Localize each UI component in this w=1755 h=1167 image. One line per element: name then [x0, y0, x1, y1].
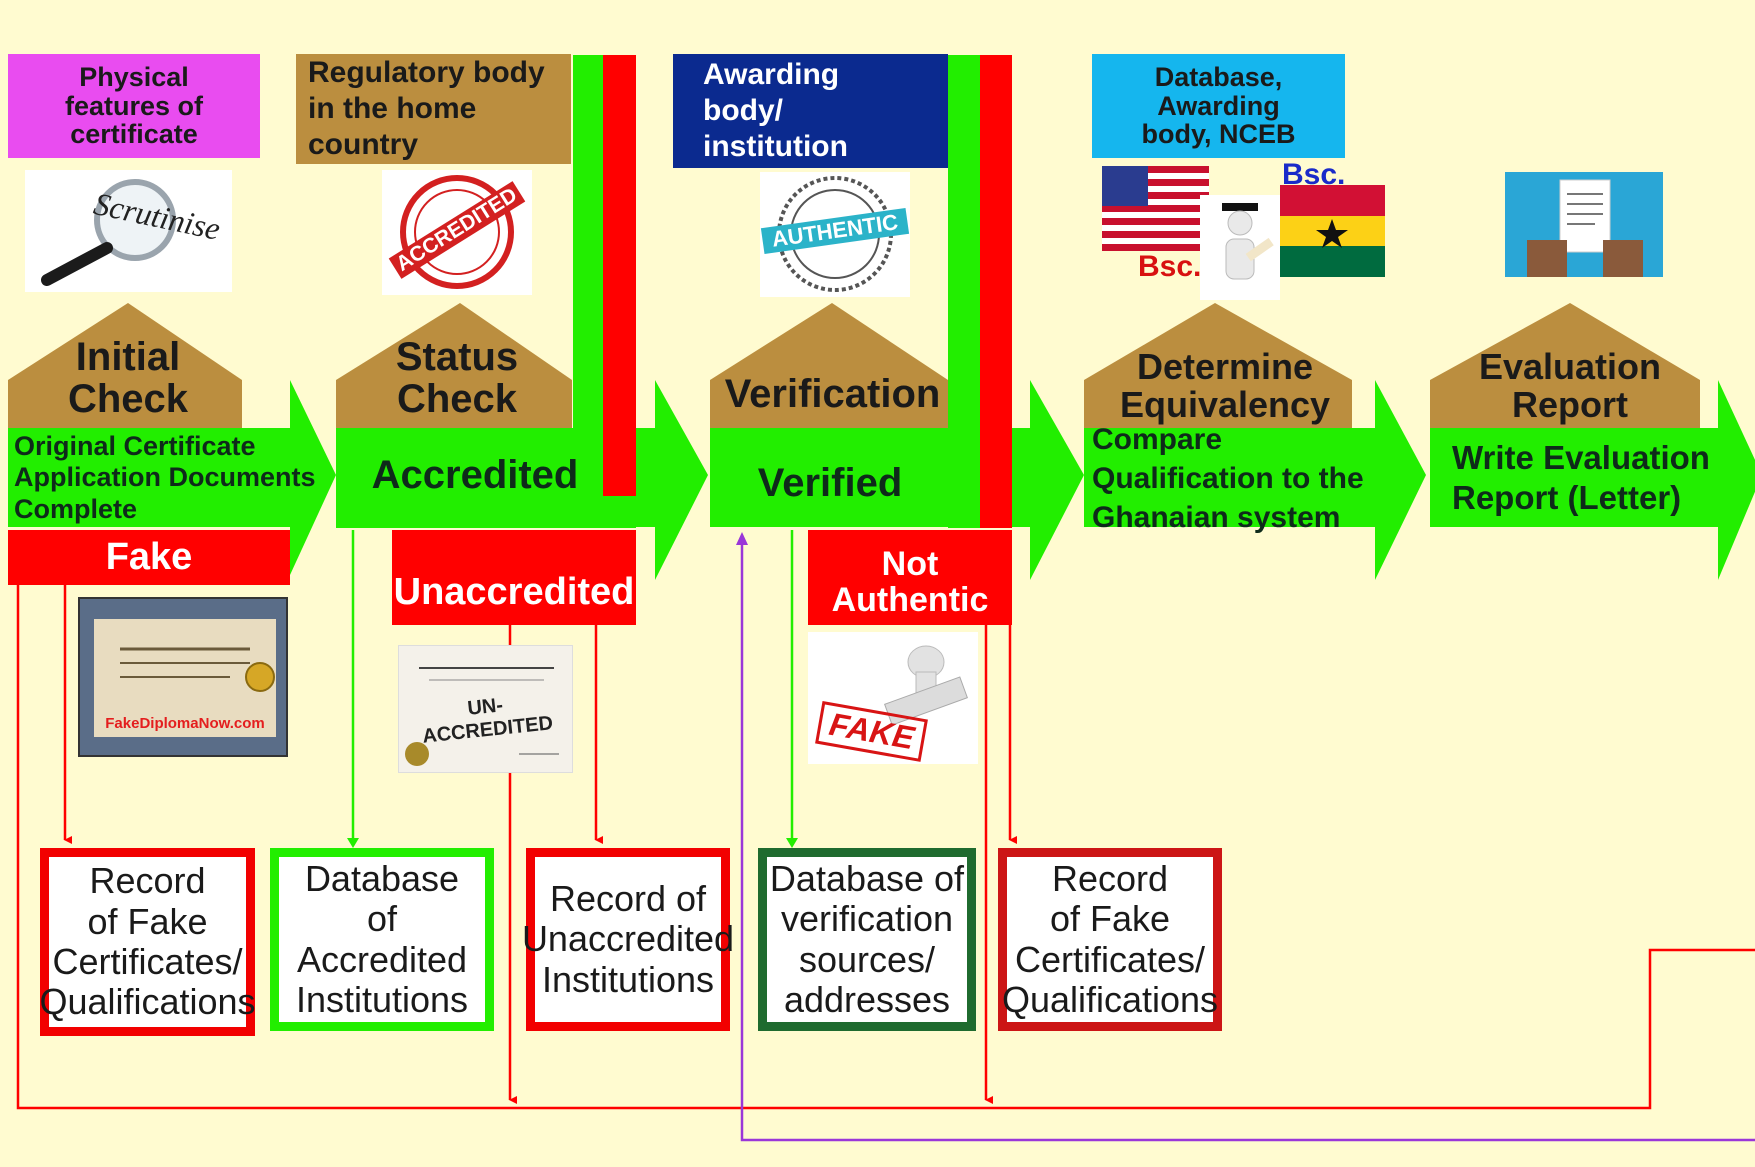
accredited-arrowhead [347, 838, 359, 848]
step-title-initial-check: Initial Check [40, 330, 216, 426]
step-title-evaluation-report: Evaluation Report [1450, 345, 1690, 427]
purple-arrowhead [736, 532, 748, 545]
label-text: Accredited [371, 453, 579, 497]
label-text: Compare Qualification to the Ghanaian sy… [1092, 422, 1364, 534]
step-arrow-1 [8, 380, 336, 575]
source-awarding-box: Awarding body/ institution [673, 54, 948, 168]
purple-return-line [740, 535, 1755, 1142]
step-result-original-complete: Original Certificate Application Documen… [14, 430, 332, 526]
regulatory-bracket-green [573, 55, 603, 528]
label-text: Qualifications [1001, 978, 1219, 1020]
bsc-label-left: Bsc. [1138, 250, 1202, 283]
source-database-box: Database, Awarding body, NCEB [1092, 54, 1345, 158]
label-text: sources/ [798, 938, 936, 980]
step-result-verified: Verified [712, 448, 948, 518]
fake-diploma-text: FakeDiplomaNow.com [105, 715, 265, 732]
bsc-label-right: Bsc. [1282, 158, 1346, 191]
label-text: Database [304, 857, 460, 899]
source-regulatory-label: Regulatory body in the home country [308, 56, 545, 161]
fake-stamp-image: FAKE [808, 632, 978, 764]
step-result-accredited: Accredited [336, 440, 614, 510]
rubber-stamp-icon [884, 645, 968, 726]
label-text: of Fake [87, 900, 208, 942]
failure-not-authentic-label: Not Authentic [831, 544, 989, 619]
usa-flag-icon [1102, 166, 1209, 251]
label-text: of Accredited [296, 898, 468, 980]
step-title-verification: Verification [720, 365, 945, 423]
unaccredited-certificate-image: UN-ACCREDITED [398, 645, 573, 773]
step-arrow-5 [1430, 380, 1755, 580]
authentic-seal-image: AUTHENTIC [760, 172, 910, 297]
source-regulatory-box: Regulatory body in the home country [296, 54, 571, 164]
step-roof-2 [336, 303, 572, 428]
label-text: Determine Equivalency [1119, 346, 1331, 425]
red-return-line [16, 585, 1755, 1110]
label-text: Verification [724, 372, 941, 416]
letter-in-hands-icon [1527, 179, 1643, 277]
awarding-bracket-green [948, 55, 980, 528]
ghana-flag-icon [1280, 185, 1385, 277]
scrutinise-image: Scrutinise [25, 170, 232, 292]
label-text: Unaccredited [521, 918, 735, 960]
label-text: verification [780, 898, 954, 940]
graduate-figure-icon [1222, 203, 1274, 280]
step-result-write-evaluation: Write Evaluation Report (Letter) [1452, 432, 1722, 524]
label-text: Record [89, 860, 206, 902]
source-physical-box: Physical features of certificate [8, 54, 260, 158]
failure-unaccredited-label: Unaccredited [393, 570, 635, 613]
regulatory-bracket-red [603, 55, 636, 528]
usa-flag-image [1102, 166, 1209, 251]
regulatory-bracket-base [336, 496, 636, 528]
verified-arrowhead [786, 838, 798, 848]
graduate-figure-image [1200, 195, 1280, 300]
fake-diploma-icon [94, 619, 276, 737]
label-text: Write Evaluation Report (Letter) [1452, 439, 1710, 516]
accredited-stamp-icon [400, 175, 514, 289]
ghana-flag-image [1280, 185, 1385, 277]
label-text: Certificates/ [52, 941, 243, 982]
evaluation-letter-image [1505, 172, 1663, 277]
magnifier-icon [41, 179, 176, 286]
label-text: Initial Check [67, 335, 189, 421]
label-text: Record [1051, 857, 1169, 899]
step-roof-4 [1084, 303, 1352, 428]
label-text: Original Certificate Application Documen… [14, 431, 316, 524]
source-database-label: Database, Awarding body, NCEB [1141, 62, 1296, 150]
label-text: of Fake [1049, 898, 1171, 940]
step-roof-1 [8, 303, 242, 428]
label-text: Record of [549, 878, 707, 920]
label-text: Status Check [395, 335, 519, 421]
failure-fake-label: Fake [105, 535, 193, 578]
step-title-status-check: Status Check [372, 330, 542, 426]
step-roof-5 [1430, 303, 1700, 428]
label-text: Database of [769, 857, 965, 899]
failure-unaccredited-box: Unaccredited [392, 530, 636, 625]
label-text: Evaluation Report [1478, 346, 1662, 425]
fake-diploma-image: FakeDiplomaNow.com [78, 597, 288, 757]
step-result-compare-qualification: Compare Qualification to the Ghanaian sy… [1092, 423, 1412, 534]
failure-fake-box: Fake [8, 530, 290, 585]
label-text: Institutions [295, 978, 469, 1020]
step-arrow-4 [1084, 380, 1426, 580]
step-roof-3 [710, 303, 948, 428]
label-text: Qualifications [39, 981, 256, 1023]
failure-not-authentic-box: Not Authentic [808, 530, 1012, 625]
label-text: Institutions [541, 958, 715, 1000]
label-text: Certificates/ [1014, 938, 1206, 980]
awarding-bracket-red [980, 55, 1012, 528]
certificate-icon [405, 667, 559, 766]
step-title-determine-equivalency: Determine Equivalency [1090, 345, 1360, 427]
source-physical-label: Physical features of certificate [64, 62, 204, 150]
source-awarding-label: Awarding body/ institution [703, 58, 848, 163]
label-text: addresses [783, 978, 951, 1020]
label-text: Verified [757, 461, 903, 505]
accredited-stamp-image: ACCREDITED [382, 170, 532, 295]
